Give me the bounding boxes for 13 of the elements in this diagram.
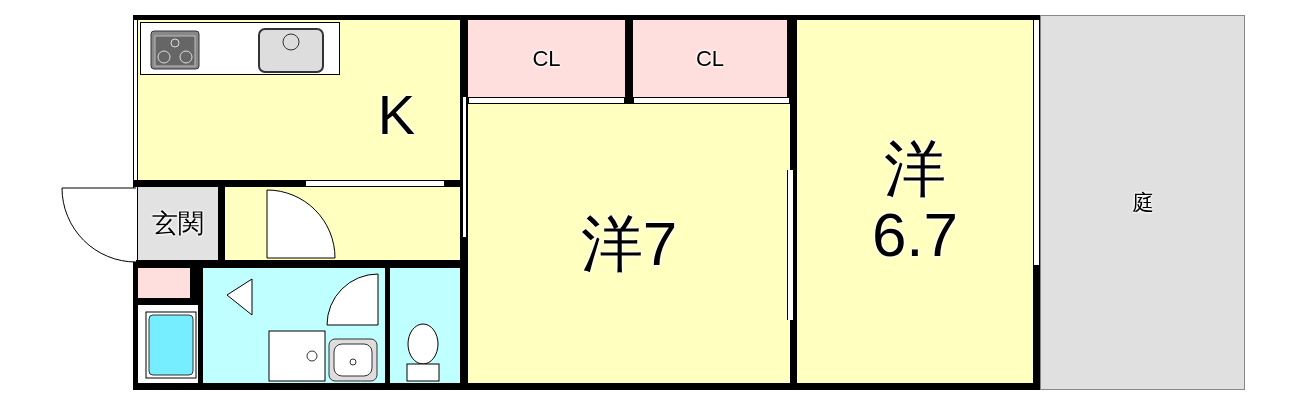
room xyxy=(468,104,790,383)
room-label: CL xyxy=(532,46,561,71)
room-label: 玄関 xyxy=(152,209,204,238)
garden xyxy=(1040,15,1245,390)
closet xyxy=(633,20,787,97)
room-label: K xyxy=(377,86,415,145)
room-label: CL xyxy=(695,46,725,71)
room-label: 庭 xyxy=(1131,190,1154,215)
entrance-floor xyxy=(138,187,218,260)
room xyxy=(797,20,1033,383)
closet xyxy=(468,20,625,97)
room-label: 洋 6.7 xyxy=(870,136,960,267)
room-label: 洋7 xyxy=(580,210,678,277)
